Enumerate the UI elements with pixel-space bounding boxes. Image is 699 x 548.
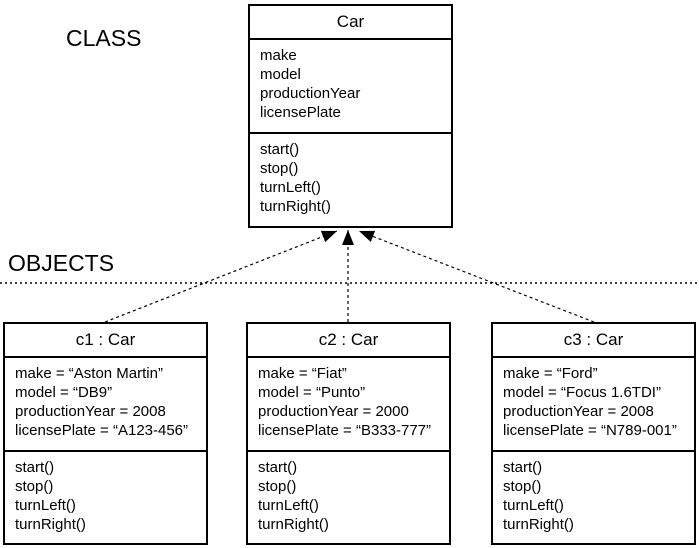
object-attribute: make = “Fiat” — [258, 365, 347, 382]
object-method: turnRight() — [15, 516, 86, 533]
objects-section-label: OBJECTS — [8, 250, 115, 276]
class-method: turnRight() — [260, 198, 331, 215]
object-attribute: make = “Aston Martin” — [15, 365, 163, 382]
object-attribute: model = “Focus 1.6TDI” — [503, 384, 661, 401]
class-method: turnLeft() — [260, 179, 321, 196]
object-title: c3 : Car — [493, 324, 694, 358]
object-method: turnLeft() — [503, 497, 564, 514]
c3-to-class-link — [358, 230, 595, 323]
object-attributes: make = “Ford” model = “Focus 1.6TDI” pro… — [493, 358, 694, 452]
object-methods: start() stop() turnLeft() turnRight() — [248, 452, 449, 543]
class-attribute: make — [260, 47, 297, 64]
object-method: turnLeft() — [15, 497, 76, 514]
class-method: stop() — [260, 160, 299, 177]
class-method: start() — [260, 141, 300, 158]
object-method: stop() — [258, 478, 297, 495]
object-title: c2 : Car — [248, 324, 449, 358]
object-attribute: model = “DB9” — [15, 384, 113, 401]
object-attributes: make = “Aston Martin” model = “DB9” prod… — [5, 358, 206, 452]
class-box-car: Car make model productionYear licensePla… — [248, 4, 453, 228]
object-attributes: make = “Fiat” model = “Punto” production… — [248, 358, 449, 452]
object-method: turnRight() — [258, 516, 329, 533]
object-box-c2: c2 : Car make = “Fiat” model = “Punto” p… — [246, 322, 451, 545]
object-attribute: model = “Punto” — [258, 384, 366, 401]
object-method: start() — [503, 459, 543, 476]
object-attribute: productionYear = 2008 — [503, 403, 654, 420]
object-method: stop() — [15, 478, 54, 495]
object-method: turnRight() — [503, 516, 574, 533]
object-attribute: licensePlate = “A123-456” — [15, 422, 189, 439]
class-attribute: model — [260, 66, 301, 83]
object-methods: start() stop() turnLeft() turnRight() — [5, 452, 206, 543]
object-box-c1: c1 : Car make = “Aston Martin” model = “… — [3, 322, 208, 545]
object-method: turnLeft() — [258, 497, 319, 514]
object-attribute: productionYear = 2000 — [258, 403, 409, 420]
object-method: start() — [258, 459, 298, 476]
object-box-c3: c3 : Car make = “Ford” model = “Focus 1.… — [491, 322, 696, 545]
object-title: c1 : Car — [5, 324, 206, 358]
class-attribute: productionYear — [260, 85, 361, 102]
class-section-label: CLASS — [66, 25, 142, 51]
object-attribute: make = “Ford” — [503, 365, 598, 382]
class-attribute: licensePlate — [260, 104, 341, 121]
c1-to-class-link — [104, 230, 338, 323]
object-methods: start() stop() turnLeft() turnRight() — [493, 452, 694, 543]
object-attribute: productionYear = 2008 — [15, 403, 166, 420]
object-method: start() — [15, 459, 55, 476]
object-attribute: licensePlate = “N789-001” — [503, 422, 677, 439]
class-attributes: make model productionYear licensePlate — [250, 40, 451, 134]
object-attribute: licensePlate = “B333-777” — [258, 422, 432, 439]
class-title: Car — [250, 6, 451, 40]
object-method: stop() — [503, 478, 542, 495]
class-methods: start() stop() turnLeft() turnRight() — [250, 134, 451, 226]
